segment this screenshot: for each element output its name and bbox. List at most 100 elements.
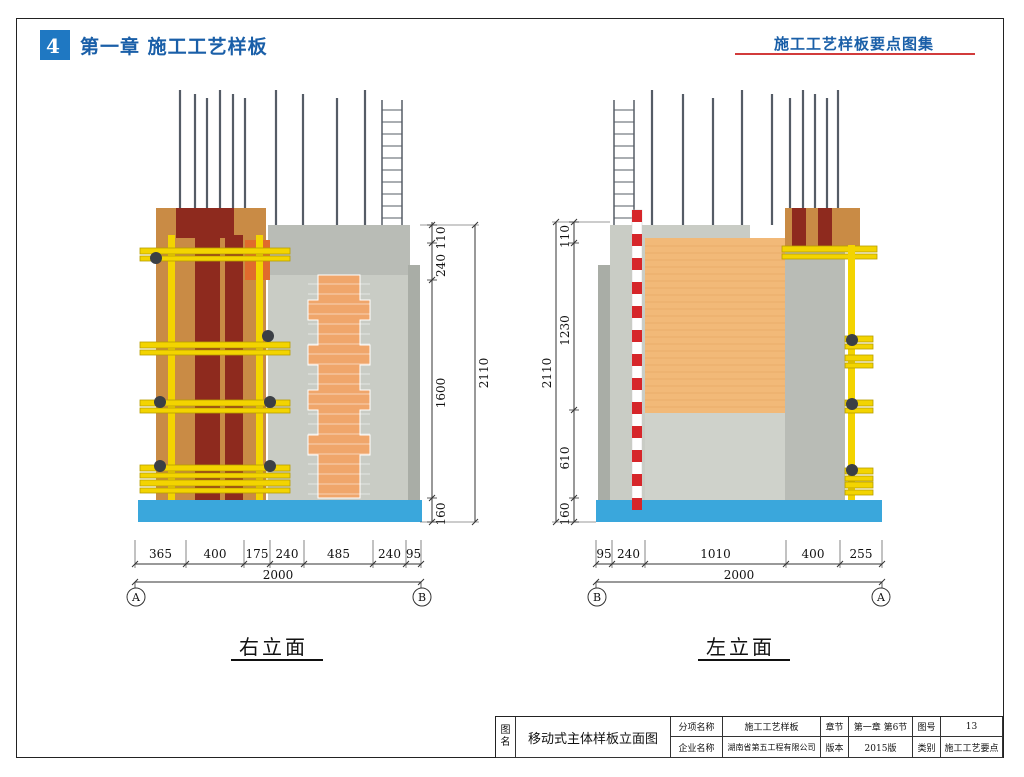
atlas-title-underline (735, 53, 975, 55)
tb-sheet-value: 13 (941, 717, 1003, 737)
left-column-concrete (785, 225, 845, 500)
left-wood-formwork-panel (645, 238, 785, 413)
left-axis-b-label: B (593, 591, 601, 604)
left-base-slab (596, 500, 882, 522)
left-hdim-label-3: 400 (802, 547, 825, 561)
left-hdim-tick-4 (836, 560, 844, 568)
right-vdim-tick-1 (428, 239, 436, 247)
title-block: 图名 移动式主体样板立面图 分项名称 施工工艺样板 章节 第一章 第6节 图号 … (495, 716, 1004, 758)
left-clamp-bolt-0 (846, 334, 858, 346)
right-vdim-tick-2 (428, 276, 436, 284)
left-scaffold-clamp-4-lower (844, 489, 874, 496)
right-hdim-tick-4 (300, 560, 308, 568)
right-hdim-tick-3 (266, 560, 274, 568)
left-survey-pole-band-7 (632, 378, 642, 390)
left-hdim-tick-0 (592, 560, 600, 568)
tb-edition-label: 版本 (821, 737, 849, 758)
left-survey-pole-band-11 (632, 474, 642, 486)
right-hdim-label-3: 240 (276, 547, 299, 561)
left-scaffold-clamp-1 (844, 354, 874, 362)
right-vdim-label-0: 110 (434, 227, 448, 250)
left-vdim-tick-3 (570, 494, 578, 502)
right-scaffold-clamp-4-lower (139, 487, 291, 494)
left-scaffold-clamp-1-lower (844, 362, 874, 369)
tb-chapter-label: 章节 (821, 717, 849, 737)
left-survey-pole-band-12 (632, 498, 642, 510)
left-hdim-tick-3 (782, 560, 790, 568)
left-hdim-tick-5 (878, 560, 886, 568)
right-formwork-panel-2 (225, 235, 243, 500)
right-scaffold-clamp-1-lower (139, 349, 291, 356)
right-scaffold-clamp-0 (139, 247, 291, 255)
tb-company-value: 湖南省第五工程有限公司 (723, 737, 821, 758)
right-vdim-label-1: 240 (434, 254, 448, 277)
right-clamp-bolt-4 (154, 460, 166, 472)
left-scaffold-clamp-2 (844, 399, 874, 407)
right-axis-a-bubble (126, 587, 146, 607)
right-total-width-label: 2000 (263, 568, 294, 582)
right-vdim-label-3: 160 (434, 503, 448, 526)
left-survey-pole-band-9 (632, 426, 642, 438)
right-hdim-label-4: 485 (327, 547, 350, 561)
left-wall-edge (598, 265, 612, 500)
left-total-width-label: 2000 (724, 568, 755, 582)
right-clamp-bolt-1 (262, 330, 274, 342)
left-survey-pole-band-5 (632, 330, 642, 342)
right-wall-top-band (268, 225, 410, 275)
right-hdim-label-0: 365 (149, 547, 172, 561)
left-scaffold-clamp-0 (844, 335, 874, 343)
left-survey-pole-band-4 (632, 306, 642, 318)
right-wall-edge (408, 265, 420, 500)
left-scaffold-clamp-3 (844, 467, 874, 475)
right-clamp-bolt-5 (264, 460, 276, 472)
left-hdim-label-4: 255 (850, 547, 873, 561)
left-axis-a-label: A (876, 591, 886, 604)
left-survey-pole-band-2 (632, 258, 642, 270)
right-scaffold-post-2 (256, 235, 263, 500)
tb-chapter-value: 第一章 第6节 (849, 717, 913, 737)
left-formwork-panel-2 (818, 208, 832, 250)
right-hdim-tick-5 (369, 560, 377, 568)
left-survey-pole-band-3 (632, 282, 642, 294)
left-survey-pole-band-1 (632, 234, 642, 246)
right-hdim-label-5: 240 (378, 547, 401, 561)
left-vdim-tick-1 (570, 239, 578, 247)
left-survey-pole-band-8 (632, 402, 642, 414)
tb-category-label: 类别 (913, 737, 941, 758)
chapter-title: 第一章 施工工艺样板 (80, 36, 268, 58)
tb-drawing-name: 移动式主体样板立面图 (516, 717, 671, 758)
right-hdim-tick-0 (131, 560, 139, 568)
right-scaffold-clamp-1 (139, 341, 291, 349)
left-survey-pole-band-0 (632, 210, 642, 222)
right-scaffold-clamp-0-lower (139, 255, 291, 262)
tb-project-value: 施工工艺样板 (723, 717, 821, 737)
right-hdim-tick-1 (182, 560, 190, 568)
left-elevation-caption-underline (698, 659, 790, 661)
left-clamp-bolt-2 (846, 464, 858, 476)
left-clamp-bolt-1 (846, 398, 858, 410)
tb-sheet-label: 图号 (913, 717, 941, 737)
right-scaffold-clamp-3 (139, 464, 291, 472)
tb-edition-value: 2015版 (849, 737, 913, 758)
right-clamp-bolt-0 (150, 252, 162, 264)
left-scaffold-clamp-2-lower (844, 407, 874, 414)
right-axis-a-label: A (131, 591, 141, 604)
right-vdim-label-2: 1600 (434, 378, 448, 409)
left-vdim-label-3: 160 (558, 503, 572, 526)
right-hdim-tick-7 (417, 560, 425, 568)
right-elevation-caption: 右立面 (239, 635, 308, 659)
left-hdim-tick-1 (608, 560, 616, 568)
right-scaffold-clamp-2-lower (139, 407, 291, 414)
tb-company-label: 企业名称 (671, 737, 723, 758)
left-axis-a-bubble (871, 587, 891, 607)
left-total-height-label: 2110 (540, 358, 554, 389)
left-scaffold-clamp-3-lower (844, 475, 874, 482)
tb-category-value: 施工工艺要点 (941, 737, 1003, 758)
left-hdim-label-1: 240 (617, 547, 640, 561)
right-axis-b-label: B (418, 591, 426, 604)
left-scaffold-clamp-0-lower (844, 343, 874, 350)
right-base-slab (138, 500, 422, 522)
